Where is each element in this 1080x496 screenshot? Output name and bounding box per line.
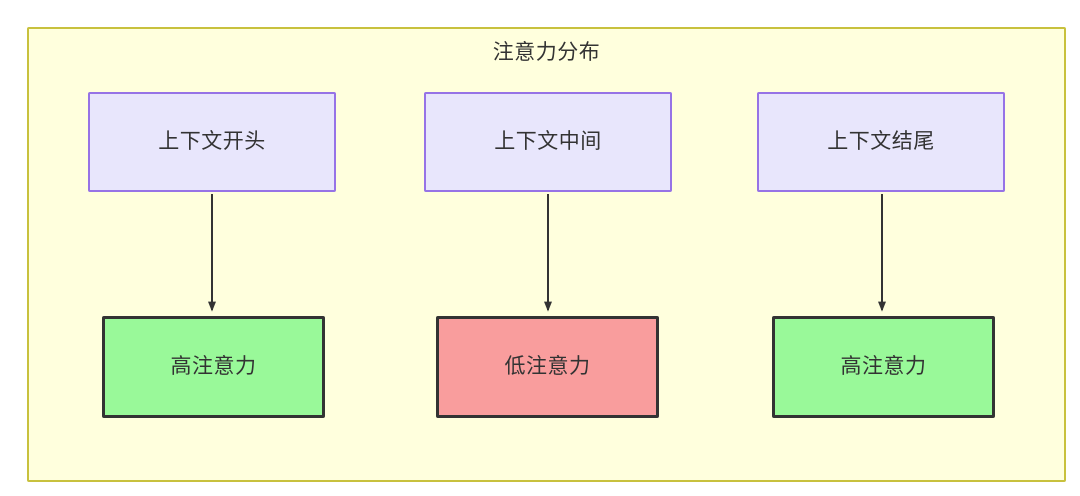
node-attention-middle-low[interactable]: 低注意力 — [436, 316, 659, 418]
node-context-end[interactable]: 上下文结尾 — [757, 92, 1005, 192]
node-context-start[interactable]: 上下文开头 — [88, 92, 336, 192]
node-attention-end-high[interactable]: 高注意力 — [772, 316, 995, 418]
subgraph-title: 注意力分布 — [492, 41, 601, 64]
node-attention-start-high[interactable]: 高注意力 — [102, 316, 325, 418]
node-context-middle[interactable]: 上下文中间 — [424, 92, 672, 192]
